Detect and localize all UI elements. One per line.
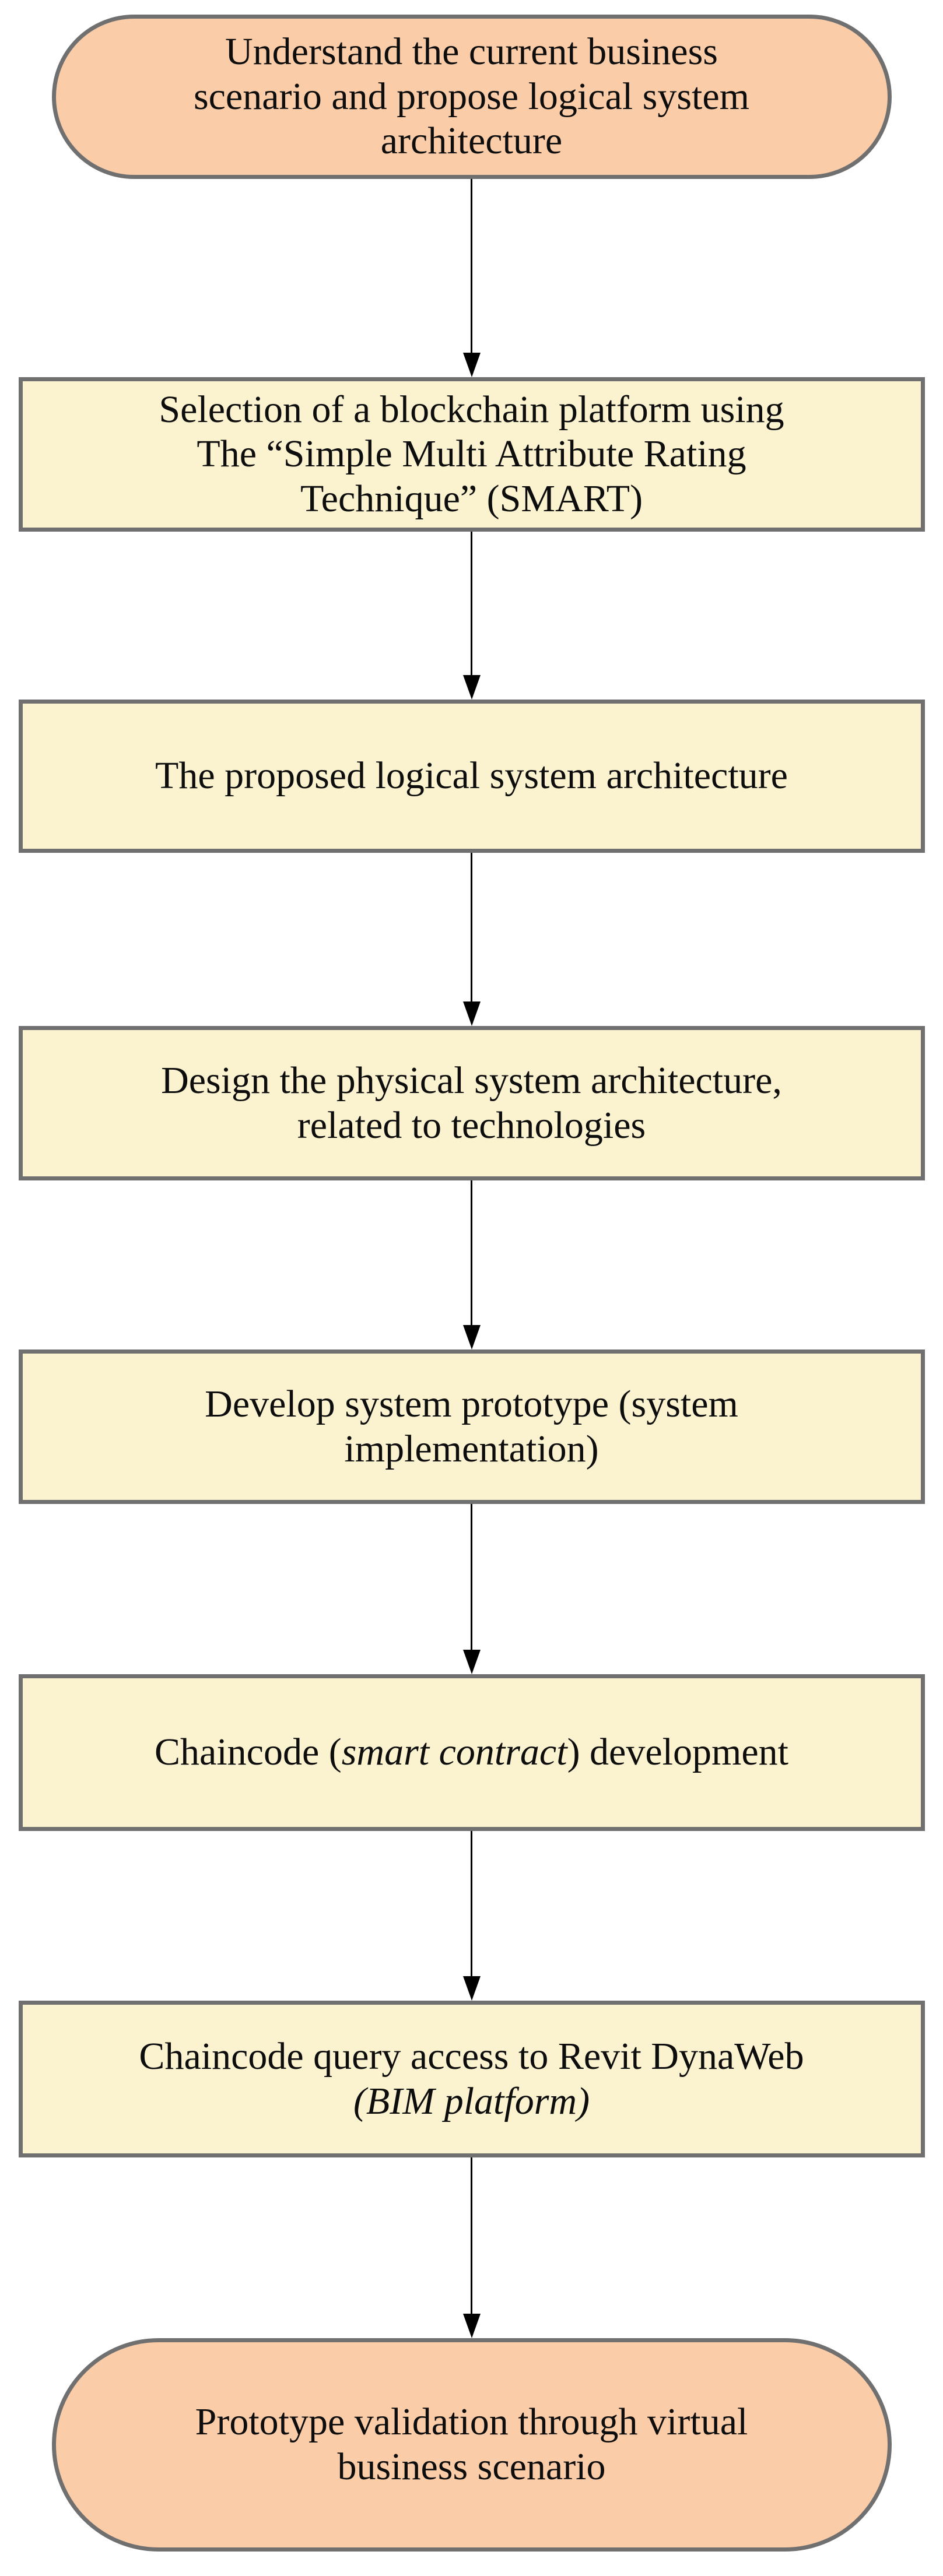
flow-node-chaincode-development-label: Chaincode (smart contract) development: [155, 1731, 788, 1774]
arrowhead-icon: [462, 1325, 481, 1349]
arrow-line: [471, 532, 472, 675]
arrowhead-icon: [462, 1650, 481, 1674]
flow-node-smart-selection-label: Selection of a blockchain platform using…: [159, 388, 784, 520]
down-arrow-connector-2: [0, 532, 943, 700]
down-arrow-connector-7: [0, 2157, 943, 2338]
arrow-line: [471, 179, 472, 353]
arrow-line: [471, 853, 472, 1001]
flow-node-smart-selection: Selection of a blockchain platform using…: [18, 377, 925, 532]
flow-node-physical-architecture-label: Design the physical system architecture,…: [161, 1059, 782, 1147]
arrowhead-icon: [462, 1001, 481, 1026]
flow-node-logical-architecture: The proposed logical system architecture: [18, 700, 925, 853]
arrow-line: [471, 1831, 472, 1976]
flow-node-physical-architecture: Design the physical system architecture,…: [18, 1026, 925, 1180]
down-arrow-connector-4: [0, 1180, 943, 1349]
arrow-line: [471, 2157, 472, 2314]
down-arrow-connector-1: [0, 179, 943, 377]
arrowhead-icon: [462, 675, 481, 700]
arrow-line: [471, 1504, 472, 1650]
arrowhead-icon: [462, 2314, 481, 2338]
flow-node-chaincode-query-label: Chaincode query access to Revit DynaWeb(…: [139, 2034, 804, 2122]
down-arrow-connector-5: [0, 1504, 943, 1674]
arrowhead-icon: [462, 353, 481, 377]
flow-node-logical-architecture-label: The proposed logical system architecture: [155, 754, 788, 797]
arrow-line: [471, 1180, 472, 1325]
down-arrow-connector-6: [0, 1831, 943, 2001]
flow-node-chaincode-development: Chaincode (smart contract) development: [18, 1674, 925, 1831]
arrowhead-icon: [462, 1976, 481, 2001]
flow-node-chaincode-query: Chaincode query access to Revit DynaWeb(…: [18, 2001, 925, 2157]
down-arrow-connector-3: [0, 853, 943, 1026]
